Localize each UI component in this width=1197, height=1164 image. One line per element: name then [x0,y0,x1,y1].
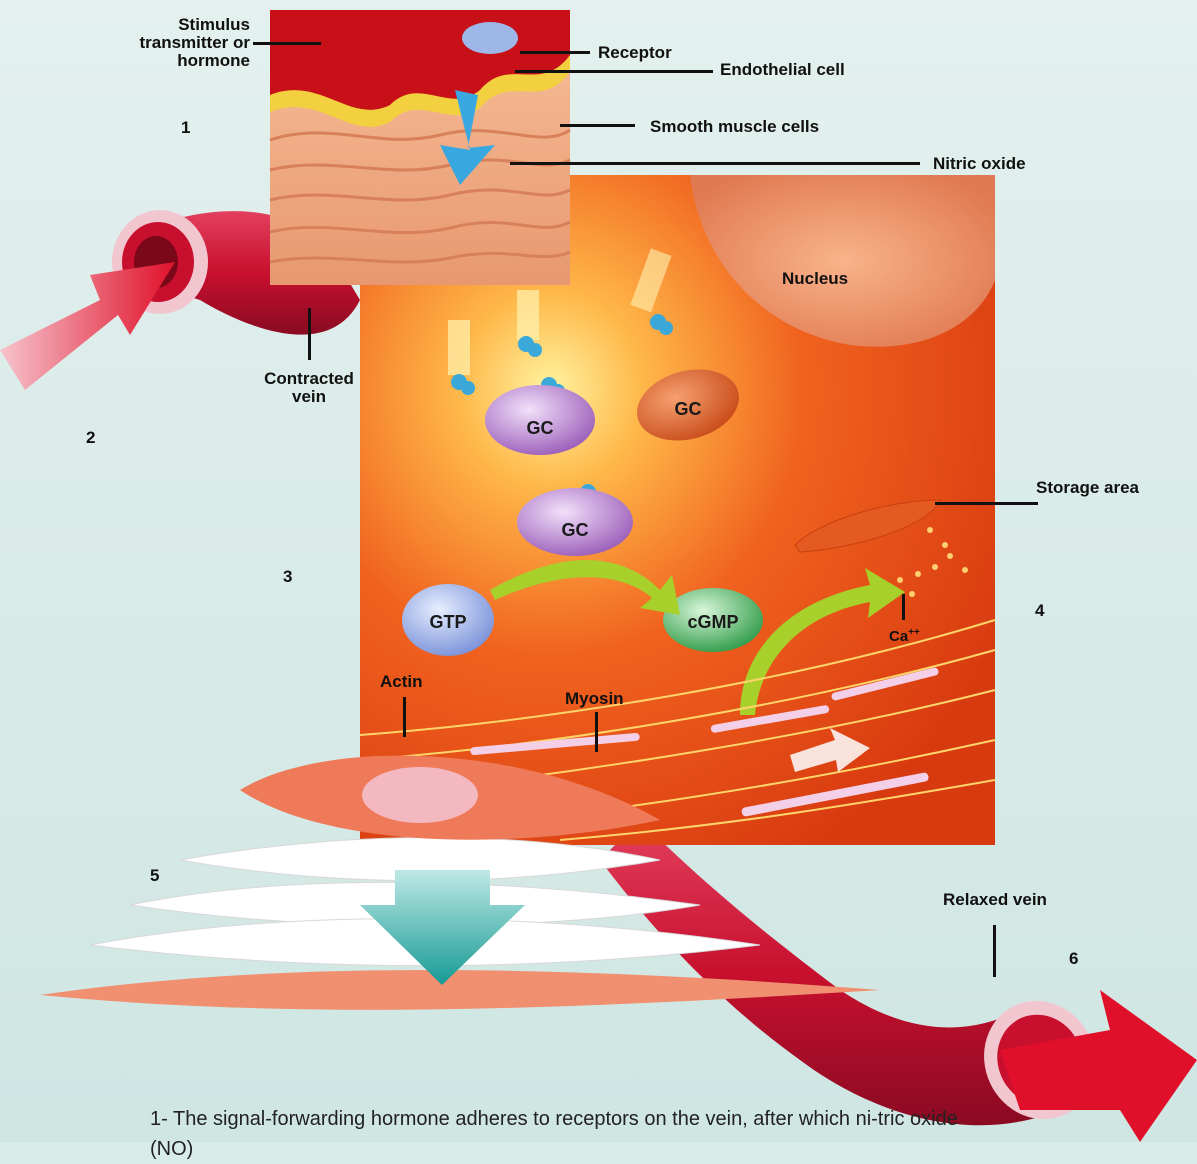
smooth-muscle-leader [560,124,635,127]
step-number-2: 2 [86,428,95,448]
step-number-3: 3 [283,567,292,587]
gc-label-3: GC [545,520,605,541]
caption-text: 1- The signal-forwarding hormone adheres… [150,1104,970,1164]
endothelial-leader [515,70,713,73]
label-nucleus: Nucleus [782,270,848,288]
label-storage-area: Storage area [1036,479,1139,497]
step-number-6: 6 [1069,949,1078,969]
step-number-5: 5 [150,866,159,886]
gtp-label: GTP [413,612,483,633]
storage-area-leader [935,502,1038,505]
label-contracted-vein: Contracted vein [255,370,363,406]
step-number-4: 4 [1035,601,1044,621]
gc-label-1: GC [510,418,570,439]
step-number-1: 1 [181,118,190,138]
relaxed-vein-leader [993,925,996,977]
label-smooth-muscle-cells: Smooth muscle cells [650,118,819,136]
contracted-vein-leader [308,308,311,360]
label-myosin: Myosin [565,690,624,708]
label-receptor: Receptor [598,44,672,62]
label-endothelial-cell: Endothelial cell [720,61,845,79]
label-calcium: Ca++ [889,624,920,646]
label-nitric-oxide: Nitric oxide [933,155,1026,173]
label-relaxed-vein: Relaxed vein [943,891,1047,909]
cgmp-label: cGMP [678,612,748,633]
actin-leader [403,697,406,737]
nitric-oxide-leader [510,162,920,165]
gc-label-2: GC [658,399,718,420]
receptor-leader [520,51,590,54]
calcium-leader [902,594,905,620]
stimulus-leader [253,42,321,45]
label-stimulus: Stimulus transmitter or hormone [115,16,250,70]
label-actin: Actin [380,673,423,691]
myosin-leader [595,712,598,752]
